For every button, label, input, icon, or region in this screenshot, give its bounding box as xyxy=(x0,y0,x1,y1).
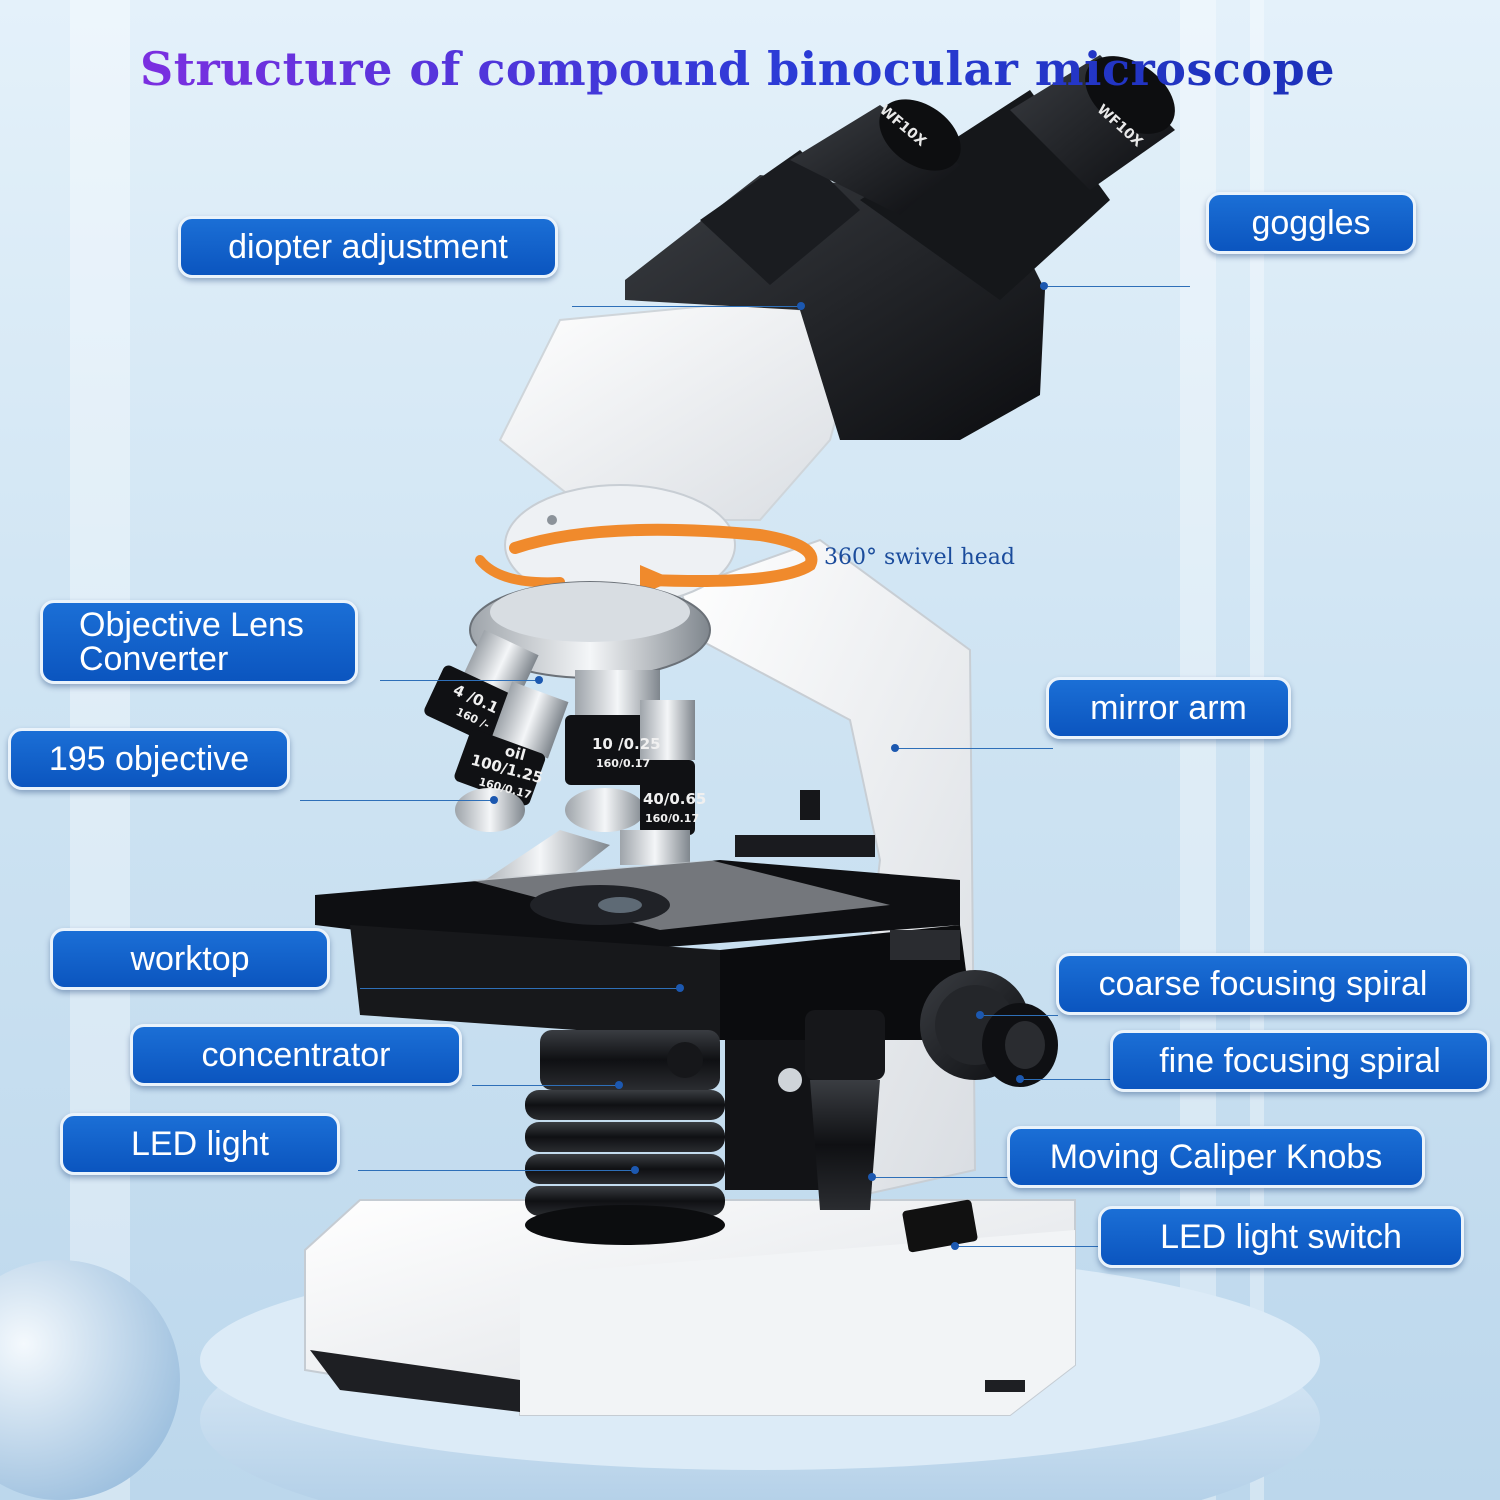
slide-holder xyxy=(735,835,875,857)
objective-40x xyxy=(620,700,695,865)
label-fine-focusing-spiral: fine focusing spiral xyxy=(1110,1030,1490,1092)
light-housing xyxy=(525,1090,725,1245)
head-body xyxy=(498,298,862,521)
label-mirror-arm: mirror arm xyxy=(1046,677,1291,739)
leader-dot xyxy=(615,1081,623,1089)
label-moving-caliper-knobs: Moving Caliper Knobs xyxy=(1007,1126,1425,1188)
label-worktop: worktop xyxy=(50,928,330,990)
obj40-mark: 40/0.65 xyxy=(643,790,707,808)
leader-dot xyxy=(891,744,899,752)
obj40-sub: 160/0.17 xyxy=(645,812,700,825)
background-panel xyxy=(1250,0,1264,1500)
leader-dot xyxy=(868,1173,876,1181)
leader-mirror-arm xyxy=(895,748,1053,749)
fine-knob xyxy=(982,1003,1058,1087)
objective-100x xyxy=(454,681,569,832)
leader-dot xyxy=(490,796,498,804)
label-objective-line2: Converter xyxy=(79,640,229,678)
leader-dot xyxy=(797,302,805,310)
label-diopter-adjustment: diopter adjustment xyxy=(178,216,558,278)
label-objective-line1: Objective Lens xyxy=(79,606,304,644)
label-coarse-focusing-spiral: coarse focusing spiral xyxy=(1056,953,1470,1015)
label-concentrator: concentrator xyxy=(130,1024,462,1086)
leader-switch xyxy=(955,1246,1100,1247)
label-led-light-switch: LED light switch xyxy=(1098,1206,1464,1268)
leader-led-light xyxy=(358,1170,636,1171)
swivel-note: 360° swivel head xyxy=(824,545,1016,570)
leader-dot xyxy=(676,984,684,992)
base-front xyxy=(520,1230,1075,1415)
leader-objective xyxy=(300,800,495,801)
left-eyepiece xyxy=(790,105,960,215)
left-tube xyxy=(700,150,860,285)
base-bottom xyxy=(310,1350,520,1412)
leader-dot xyxy=(535,676,543,684)
leader-dot xyxy=(631,1166,639,1174)
leader-coarse xyxy=(980,1015,1058,1016)
leader-concentrator xyxy=(472,1085,620,1086)
label-objective-lens-converter: Objective Lens Converter xyxy=(40,600,358,684)
title: Structure of compound binocular microsco… xyxy=(140,42,1440,96)
leader-dot xyxy=(951,1242,959,1250)
stage-front xyxy=(350,925,720,1040)
caliper-knob xyxy=(805,1010,885,1210)
objective-10x xyxy=(565,670,660,832)
decor-sphere xyxy=(0,1260,180,1500)
leader-dot xyxy=(1016,1075,1024,1083)
leader-caliper xyxy=(872,1177,1010,1178)
label-195-objective: 195 objective xyxy=(8,728,290,790)
leader-goggles xyxy=(1045,286,1190,287)
stage-rack xyxy=(890,930,960,960)
leader-dot xyxy=(976,1011,984,1019)
leader-fine xyxy=(1020,1079,1112,1080)
obj10-sub: 160/0.17 xyxy=(596,757,651,770)
obj10-mark: 10 /0.25 xyxy=(592,735,661,753)
clip-knob xyxy=(800,790,820,820)
base-foot xyxy=(985,1380,1025,1392)
leader-diopter xyxy=(572,306,802,307)
condenser xyxy=(540,1030,720,1090)
leader-converter xyxy=(380,680,540,681)
label-led-light: LED light xyxy=(60,1113,340,1175)
switch-housing xyxy=(902,1199,978,1253)
label-goggles: goggles xyxy=(1206,192,1416,254)
leader-dot xyxy=(1040,282,1048,290)
swivel-arrow xyxy=(509,523,818,587)
leader-worktop xyxy=(360,988,680,989)
